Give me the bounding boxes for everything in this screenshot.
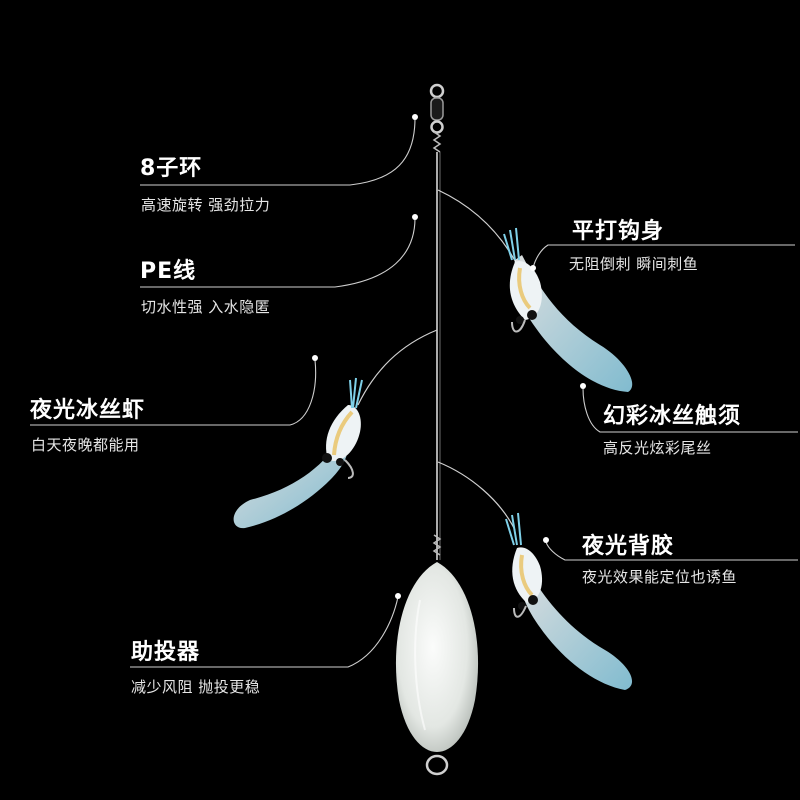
pe-line-desc: 切水性强 入水隐匿	[141, 298, 271, 316]
glow-shrimp-desc: 白天夜晚都能用	[31, 436, 140, 454]
flat-hook-desc: 无阻倒刺 瞬间刺鱼	[569, 255, 699, 273]
back-glue-title: 夜光背胶	[582, 534, 675, 559]
flat-hook-title: 平打钩身	[572, 219, 665, 244]
caster-title: 助投器	[131, 640, 201, 665]
swivel-desc: 高速旋转 强劲拉力	[141, 196, 271, 214]
branch-line-top	[437, 189, 521, 271]
antenna-title: 幻彩冰丝触须	[603, 404, 742, 429]
shrimp-lure-bottom	[505, 512, 633, 690]
branch-line-middle	[357, 329, 438, 406]
swivel-title: 8子环	[140, 156, 203, 181]
branch-line-bottom	[437, 461, 516, 531]
casting-float-icon	[395, 562, 479, 776]
antenna-desc: 高反光炫彩尾丝	[603, 439, 712, 457]
shrimp-lure-left	[233, 377, 363, 529]
glow-shrimp-title: 夜光冰丝虾	[30, 398, 146, 423]
swivel-icon	[429, 83, 445, 153]
shrimp-lure-top	[503, 227, 633, 392]
pe-line-title: PE线	[140, 259, 197, 284]
callout-leaders	[30, 117, 798, 668]
back-glue-desc: 夜光效果能定位也诱鱼	[582, 568, 738, 586]
caster-desc: 减少风阻 抛投更稳	[131, 678, 261, 696]
